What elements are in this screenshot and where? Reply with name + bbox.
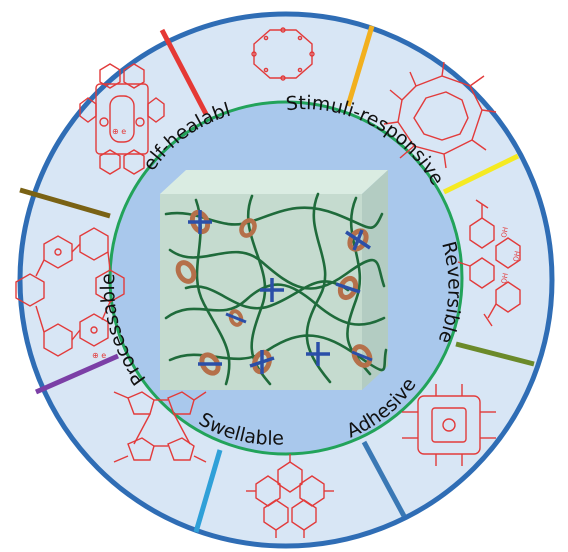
crosslink <box>306 342 330 366</box>
cube-top-face <box>160 170 388 194</box>
separator-blue <box>361 440 407 518</box>
polymer-chain <box>168 248 386 290</box>
crosslink <box>175 260 197 284</box>
cucurbituril-icon <box>402 384 496 466</box>
cyclodextrin-icon <box>383 61 497 169</box>
separator-yellow <box>442 153 520 195</box>
svg-text:⊕ e: ⊕ e <box>92 351 106 360</box>
separator-purple <box>34 353 120 395</box>
crown-ether-icon <box>251 27 315 81</box>
host-guest-crosslinks <box>175 209 373 376</box>
crosslink <box>351 344 373 368</box>
polymer-chain <box>346 196 372 376</box>
crosslink <box>249 349 275 375</box>
svg-text:OH: OH <box>512 250 522 262</box>
crosslink <box>225 309 247 327</box>
cube-right-face <box>362 170 388 390</box>
pillararene-icon <box>246 454 334 538</box>
crosslink <box>260 278 284 302</box>
pyridinium-macrocycle-icon: ⊕ e <box>15 227 125 360</box>
crosslink <box>335 275 361 301</box>
crosslink <box>188 209 212 235</box>
polymer-chain <box>164 283 386 326</box>
crosslink <box>239 218 257 238</box>
separator-red <box>159 28 209 116</box>
cyclobis-paraquat-icon: ⊕ e <box>79 63 165 175</box>
calix-pyrrole-icon <box>113 391 207 463</box>
polymer-chain <box>184 280 350 310</box>
crosslink <box>198 352 222 376</box>
separator-brown <box>19 187 111 219</box>
svg-text:⊕ e: ⊕ e <box>112 127 126 136</box>
crosslink <box>345 228 371 252</box>
separator-orange <box>345 25 375 107</box>
separator-cyan <box>193 449 223 533</box>
sector-separators <box>19 25 535 533</box>
separator-olive <box>455 341 535 367</box>
svg-text:OH: OH <box>500 226 510 238</box>
calixarene-icon: OH OH OH <box>457 199 522 327</box>
svg-text:OH: OH <box>500 272 510 284</box>
